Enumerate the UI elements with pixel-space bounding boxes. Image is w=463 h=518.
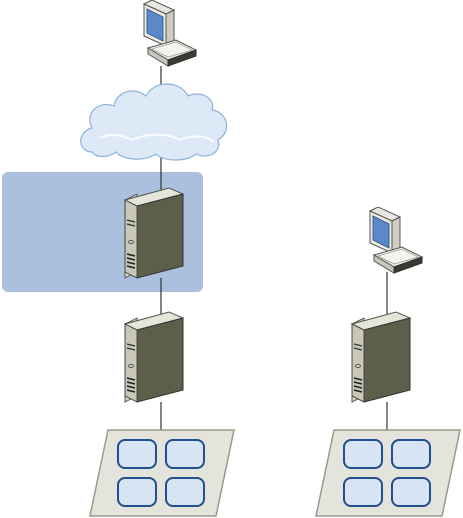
server-internal-left-icon <box>125 312 183 402</box>
server-dmz-icon <box>125 188 183 278</box>
workstation-top-monitor-icon <box>144 0 196 66</box>
storage-right-icon <box>316 430 460 516</box>
storage-left-icon <box>90 430 234 516</box>
server-right-icon <box>352 312 410 402</box>
internet-cloud-icon <box>81 84 227 160</box>
workstation-right-monitor-icon <box>370 207 422 273</box>
